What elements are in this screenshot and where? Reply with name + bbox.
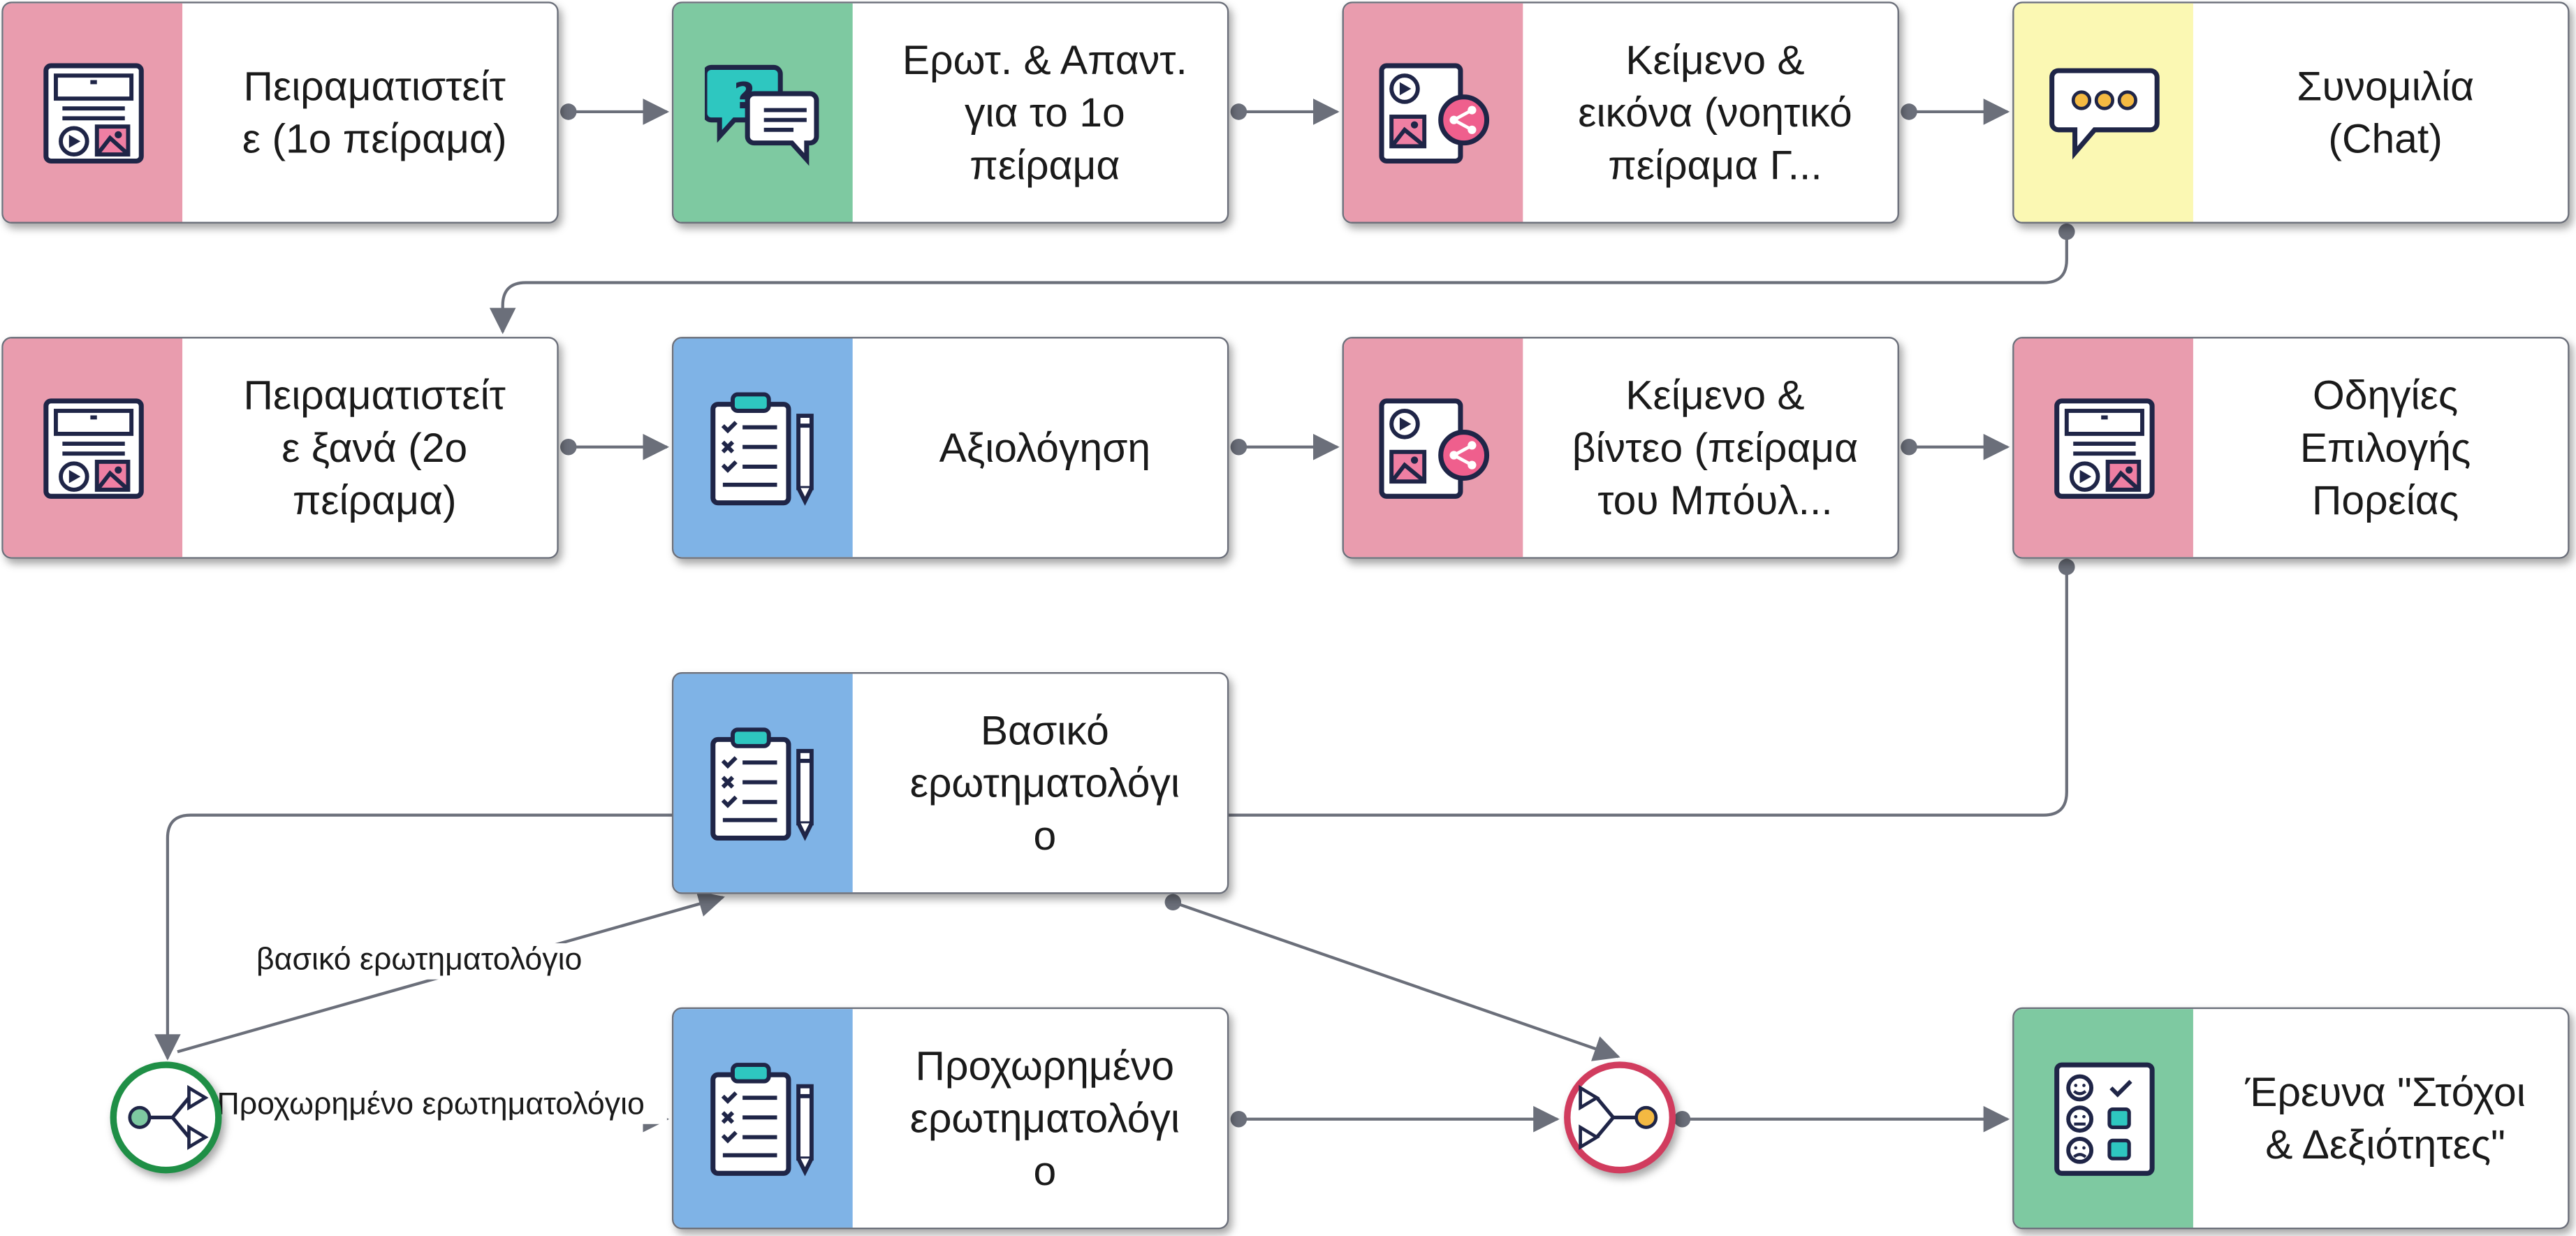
- node-evaluation[interactable]: Αξιολόγηση: [671, 337, 1229, 559]
- node-icon-panel: ?: [673, 3, 853, 222]
- layout-media-icon: [43, 398, 143, 498]
- node-text-image[interactable]: Κείμενο & εικόνα (νοητικό πείραμα Γ...: [1342, 1, 1899, 224]
- branch-merge-icon: [1579, 1084, 1658, 1150]
- node-text-video[interactable]: Κείμενο & βίντεο (πείραμα του Μπόυλ...: [1342, 337, 1899, 559]
- node-advanced-questionnaire[interactable]: Προχωρημένο ερωτηματολόγι ο: [671, 1007, 1229, 1230]
- node-label: Πειραματιστείτ ε (1ο πείραμα): [242, 63, 507, 162]
- branch-split-icon: [128, 1084, 209, 1150]
- node-icon-panel: [673, 674, 853, 893]
- node-basic-questionnaire[interactable]: Βασικό ερωτηματολόγι ο: [671, 671, 1229, 894]
- node-experiment-2[interactable]: Πειραματιστείτ ε ξανά (2ο πείραμα): [1, 337, 559, 559]
- node-label: Αξιολόγηση: [939, 424, 1151, 471]
- node-qa[interactable]: ? Ερωτ. & Απαντ. για το 1ο πείραμα: [671, 1, 1229, 224]
- node-label: Οδηγίες Επιλογής Πορείας: [2299, 372, 2471, 524]
- node-icon-panel: [1343, 338, 1523, 558]
- edge-label-basic: βασικό ερωτηματολόγιο: [256, 943, 583, 980]
- clipboard-checklist-icon: [710, 1061, 813, 1176]
- node-label: Βασικό ερωτηματολόγι ο: [909, 707, 1180, 859]
- node-label: Συνομιλία (Chat): [2297, 63, 2475, 162]
- chat-bubble-icon: [2048, 67, 2159, 159]
- node-icon-panel: [2014, 1009, 2193, 1228]
- node-icon-panel: [3, 338, 183, 558]
- node-instructions[interactable]: Οδηγίες Επιλογής Πορείας: [2012, 337, 2570, 559]
- node-icon-panel: [1343, 3, 1523, 222]
- layout-media-icon: [2053, 398, 2154, 498]
- node-icon-panel: [2014, 338, 2193, 558]
- edge-label-advanced-text: Προχωρημένο ερωτηματολόγιο: [217, 1088, 645, 1123]
- clipboard-checklist-icon: [710, 391, 813, 505]
- layout-media-icon: [43, 62, 143, 163]
- survey-faces-icon: [2053, 1061, 2154, 1175]
- merge-gateway[interactable]: [1564, 1061, 1676, 1174]
- node-label: Προχωρημένο ερωτηματολόγι ο: [909, 1042, 1180, 1194]
- media-share-icon: [1378, 62, 1488, 163]
- edge-label-advanced: Προχωρημένο ερωτηματολόγιο: [217, 1088, 667, 1124]
- connector-basic-merge: [1172, 901, 1620, 1061]
- node-icon-panel: [673, 338, 853, 558]
- question-chat-icon: ?: [703, 64, 819, 166]
- node-label: Ερωτ. & Απαντ. για το 1ο πείραμα: [902, 36, 1187, 189]
- media-share-icon: [1378, 398, 1488, 498]
- node-icon-panel: [2014, 3, 2193, 222]
- node-icon-panel: [3, 3, 183, 222]
- node-label: Κείμενο & βίντεο (πείραμα του Μπόυλ...: [1572, 372, 1859, 524]
- node-experiment-1[interactable]: Πειραματιστείτ ε (1ο πείραμα): [1, 1, 559, 224]
- node-survey[interactable]: Έρευνα "Στόχοι & Δεξιότητες": [2012, 1007, 2570, 1230]
- node-label: Πειραματιστείτ ε ξανά (2ο πείραμα): [243, 372, 506, 524]
- node-chat[interactable]: Συνομιλία (Chat): [2012, 1, 2570, 224]
- node-label: Κείμενο & εικόνα (νοητικό πείραμα Γ...: [1578, 36, 1852, 189]
- connector-chat-exp2: [489, 231, 2068, 335]
- node-label: Έρευνα "Στόχοι & Δεξιότητες": [2245, 1068, 2526, 1168]
- node-icon-panel: [673, 1009, 853, 1228]
- clipboard-checklist-icon: [710, 727, 813, 841]
- split-gateway[interactable]: [110, 1061, 222, 1174]
